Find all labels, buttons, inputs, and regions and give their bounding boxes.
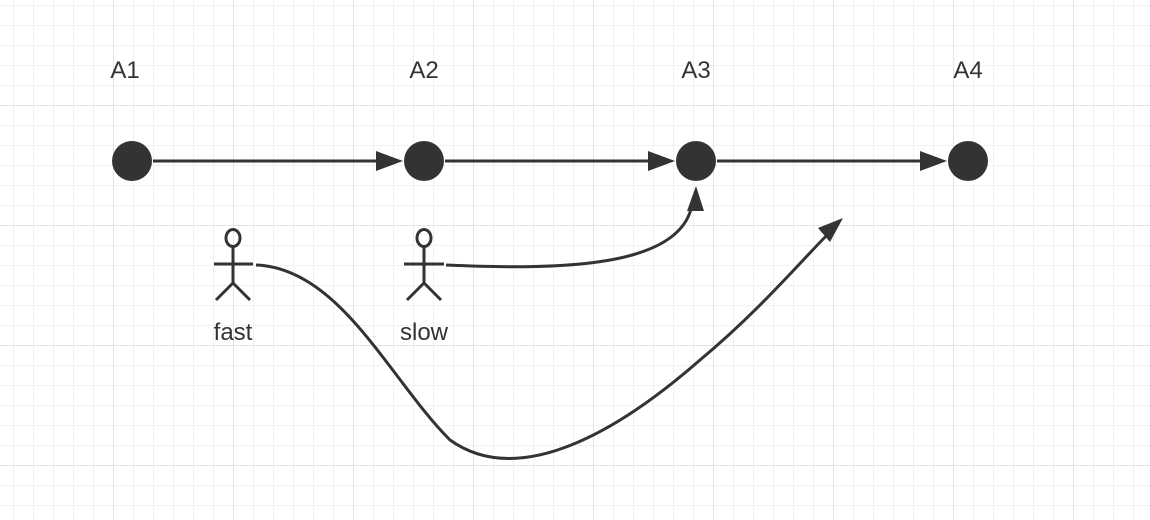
node-label-a4: A4	[953, 57, 982, 84]
arrowhead-a3	[648, 151, 675, 171]
arrowhead-fast-a4	[818, 218, 843, 242]
arrowhead-a2	[376, 151, 403, 171]
actor-label-fast: fast	[214, 319, 253, 346]
node-label-a2: A2	[409, 57, 438, 84]
curve-fast-to-a4	[255, 230, 832, 460]
node-label-a3: A3	[681, 57, 710, 84]
actor-slow-icon[interactable]	[404, 228, 444, 302]
actor-fast-icon[interactable]	[214, 228, 253, 302]
node-label-a1: A1	[110, 57, 139, 84]
node-a4[interactable]	[948, 141, 988, 181]
actor-label-slow: slow	[400, 319, 449, 346]
arrowhead-a4	[920, 151, 947, 171]
node-a3[interactable]	[676, 141, 716, 181]
curve-slow-to-a3	[445, 204, 694, 269]
node-a1[interactable]	[112, 141, 152, 181]
node-a2[interactable]	[404, 141, 444, 181]
arrowhead-slow-a3	[687, 186, 704, 211]
